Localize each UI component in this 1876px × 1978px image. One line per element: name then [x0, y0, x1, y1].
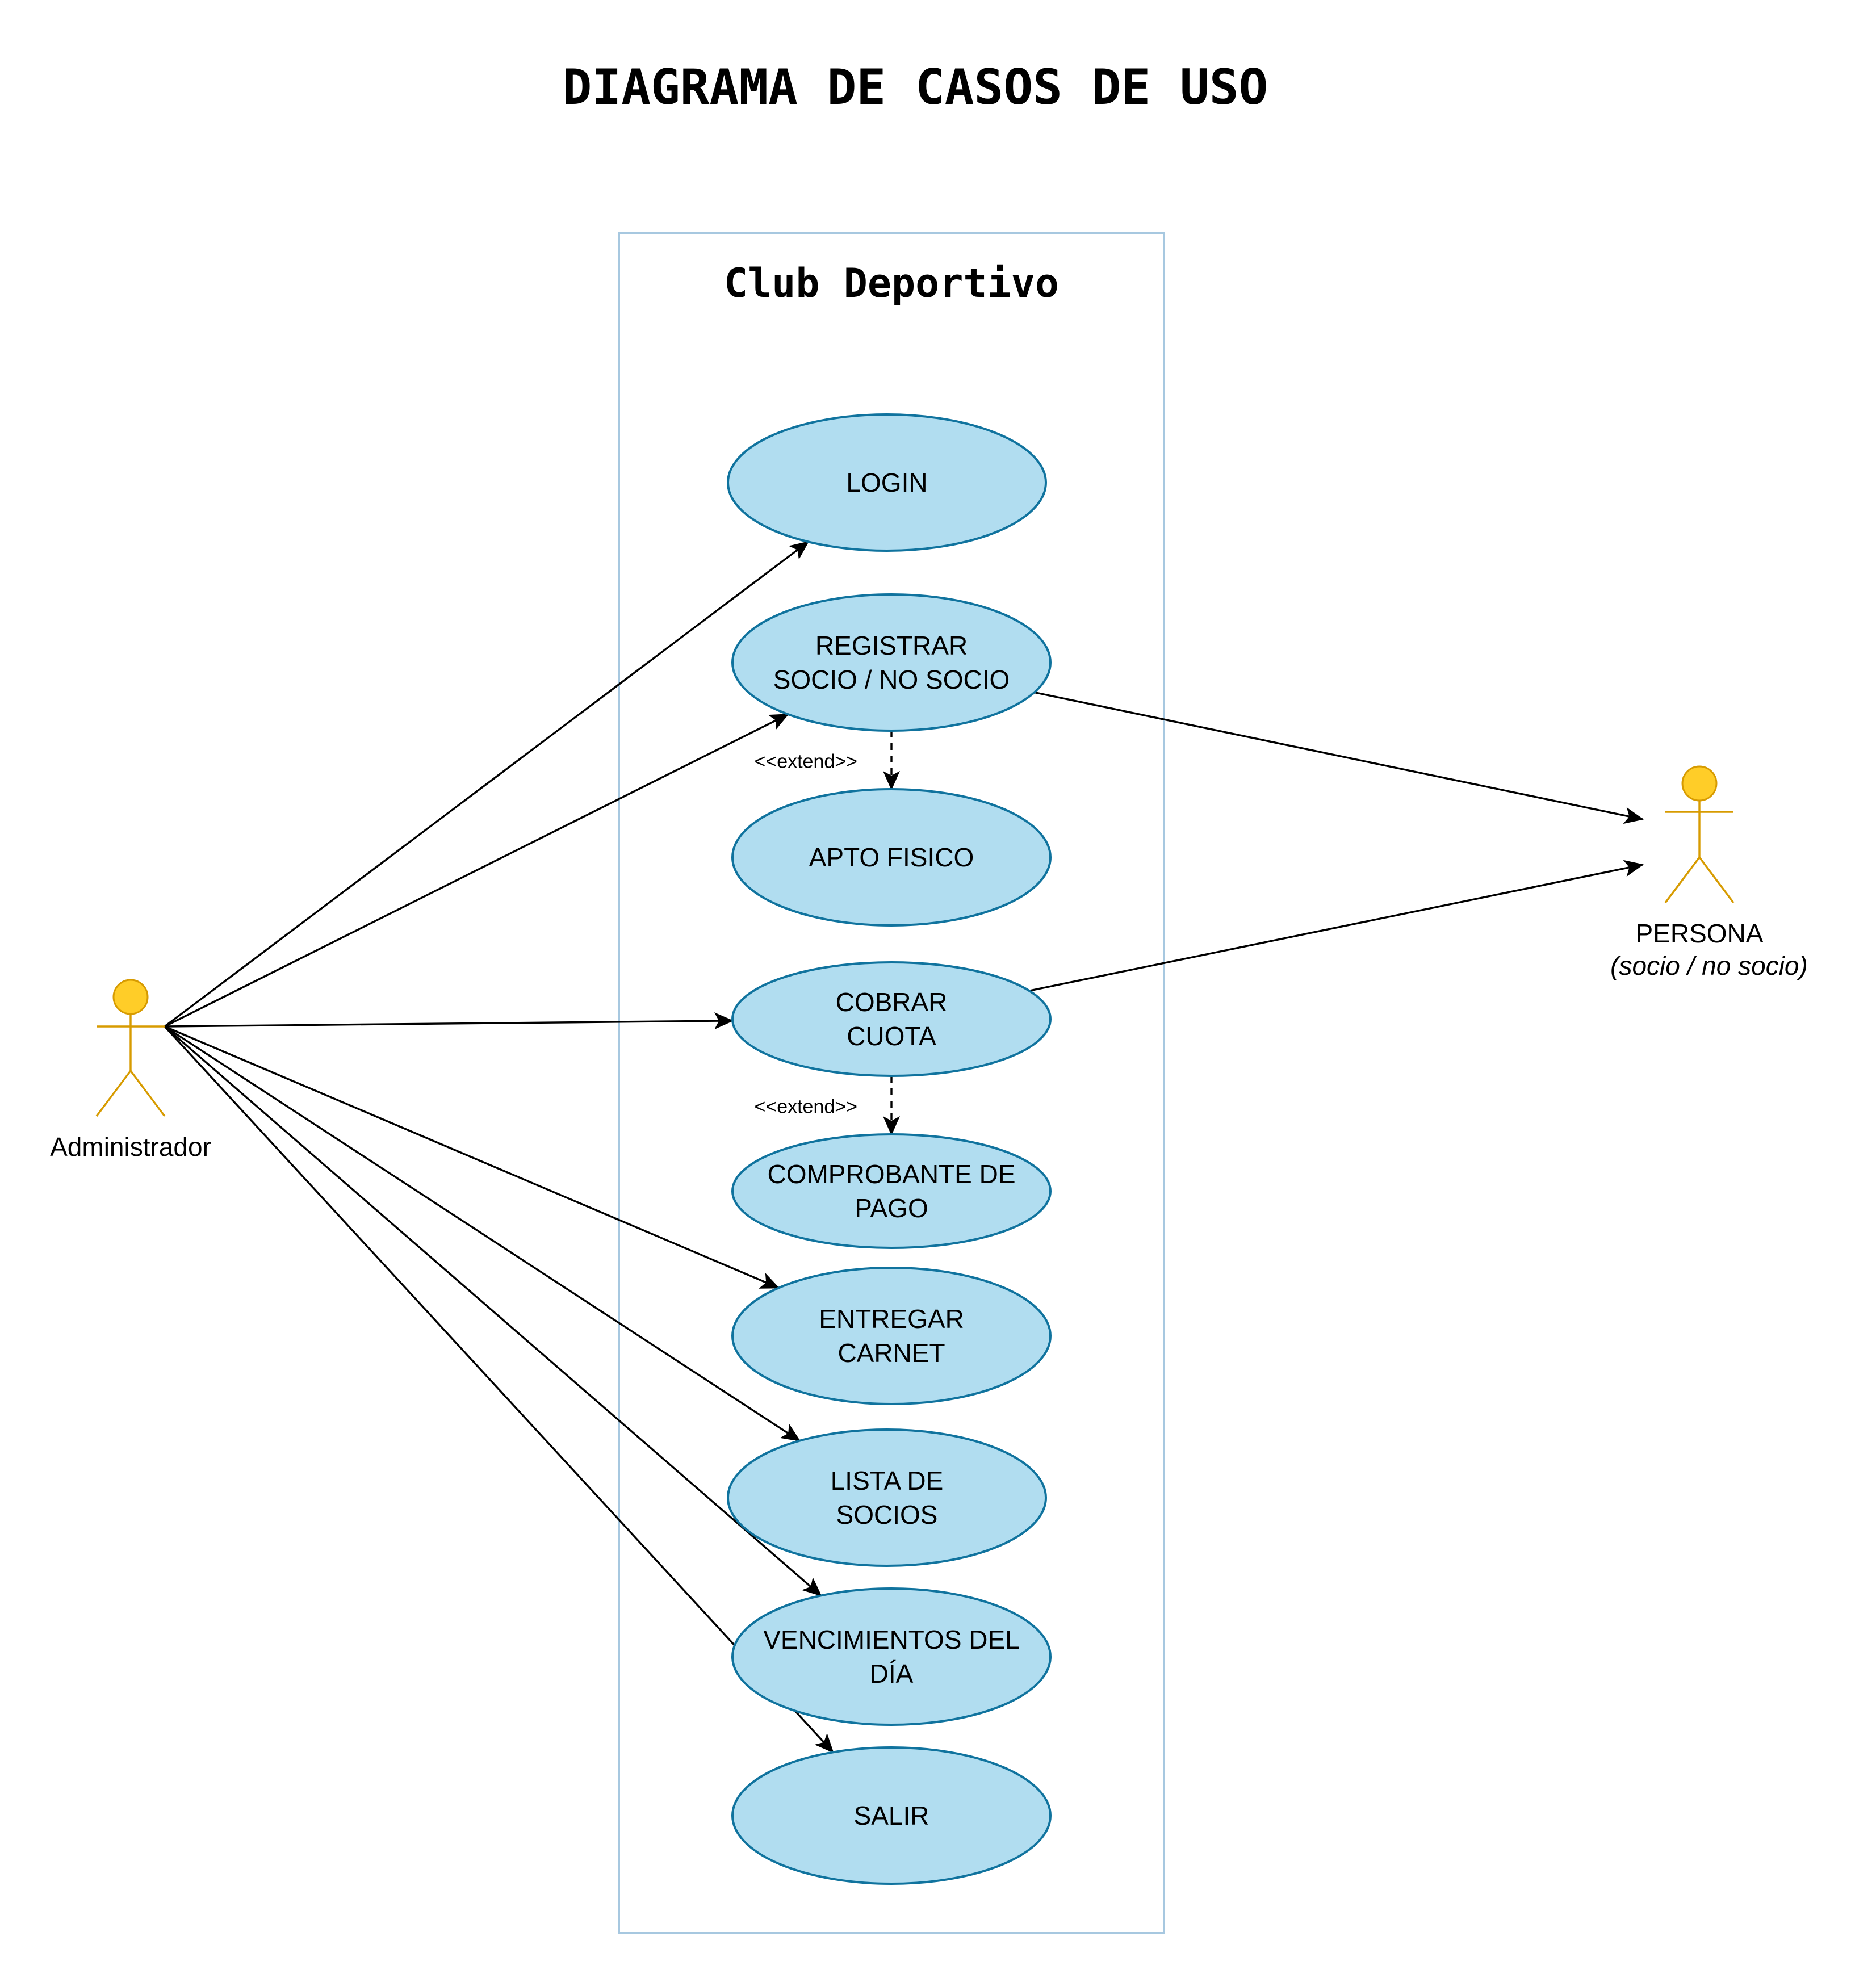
association-admin-registrar	[164, 713, 789, 1028]
use-case-ellipse	[731, 961, 1052, 1077]
use-case-label: LISTA DE	[831, 1466, 944, 1495]
actor-persona[interactable]: PERSONA (socio / no socio)	[1610, 765, 1808, 980]
use-case-vencimientos[interactable]: VENCIMIENTOS DEL DÍA	[731, 1587, 1052, 1726]
use-case-label: ENTREGAR	[819, 1304, 964, 1334]
diagram-title: DIAGRAMA DE CASOS DE USO	[563, 59, 1268, 116]
actor-name: PERSONA	[1636, 919, 1764, 948]
use-case-comprobante[interactable]: COMPROBANTE DE PAGO	[731, 1133, 1052, 1249]
actor-right-leg	[129, 1070, 166, 1117]
use-case-ellipse	[731, 1133, 1052, 1249]
use-case-salir[interactable]: SALIR	[731, 1746, 1052, 1885]
use-case-ellipse	[727, 1428, 1047, 1567]
association-admin-login	[164, 540, 810, 1028]
use-case-label: COBRAR	[836, 987, 948, 1017]
use-cases: LOGIN REGISTRAR SOCIO / NO SOCIO APTO FISIC…	[727, 413, 1052, 1885]
actor-left-leg	[95, 1070, 132, 1117]
use-case-login[interactable]: LOGIN	[727, 413, 1047, 552]
use-case-registrar[interactable]: REGISTRAR SOCIO / NO SOCIO	[731, 593, 1052, 732]
system-boundary	[618, 232, 1165, 1934]
use-case-apto[interactable]: APTO FISICO	[731, 788, 1052, 927]
use-case-label: COMPROBANTE DE	[767, 1159, 1015, 1189]
use-case-ellipse	[731, 1746, 1052, 1885]
actor-name: Administrador	[50, 1132, 211, 1162]
use-case-label: APTO FISICO	[809, 843, 974, 872]
use-case-label: SALIR	[854, 1801, 929, 1830]
association-admin-carnet	[164, 1025, 780, 1289]
use-case-label: SOCIOS	[836, 1500, 938, 1529]
connectors: <<extend>> <<extend>>	[164, 540, 1644, 1753]
use-case-ellipse	[727, 413, 1047, 552]
use-case-label: CARNET	[838, 1338, 945, 1368]
use-case-label: LOGIN	[846, 468, 927, 497]
association-admin-vencimientos	[164, 1025, 822, 1596]
use-case-ellipse	[731, 1267, 1052, 1405]
use-case-label: SOCIO / NO SOCIO	[773, 665, 1010, 694]
association-cobrar-persona	[1029, 860, 1644, 992]
use-case-ellipse	[731, 788, 1052, 927]
actor-head	[112, 979, 149, 1015]
use-case-lista[interactable]: LISTA DE SOCIOS	[727, 1428, 1047, 1567]
use-case-label: PAGO	[855, 1193, 928, 1223]
actor-administrador[interactable]: Administrador	[50, 979, 211, 1162]
actor-head	[1681, 765, 1718, 802]
use-case-label: VENCIMIENTOS DEL	[763, 1625, 1020, 1654]
association-admin-lista	[164, 1025, 801, 1442]
actor-left-leg	[1664, 856, 1701, 904]
use-case-ellipse	[731, 1587, 1052, 1726]
use-case-cobrar[interactable]: COBRAR CUOTA	[731, 961, 1052, 1077]
actor-right-leg	[1698, 856, 1735, 904]
association-admin-cobrar	[164, 1012, 734, 1030]
use-case-label: DÍA	[870, 1659, 914, 1688]
system-name: Club Deportivo	[724, 260, 1059, 307]
use-case-label: CUOTA	[847, 1021, 936, 1051]
use-case-label: REGISTRAR	[815, 631, 968, 660]
association-registrar-persona	[1034, 691, 1644, 824]
association-admin-salir	[164, 1025, 834, 1753]
use-case-ellipse	[731, 593, 1052, 732]
extend-label: <<extend>>	[754, 751, 857, 773]
actor-subtitle: (socio / no socio)	[1610, 951, 1808, 980]
extend-label: <<extend>>	[754, 1096, 857, 1118]
use-case-carnet[interactable]: ENTREGAR CARNET	[731, 1267, 1052, 1405]
